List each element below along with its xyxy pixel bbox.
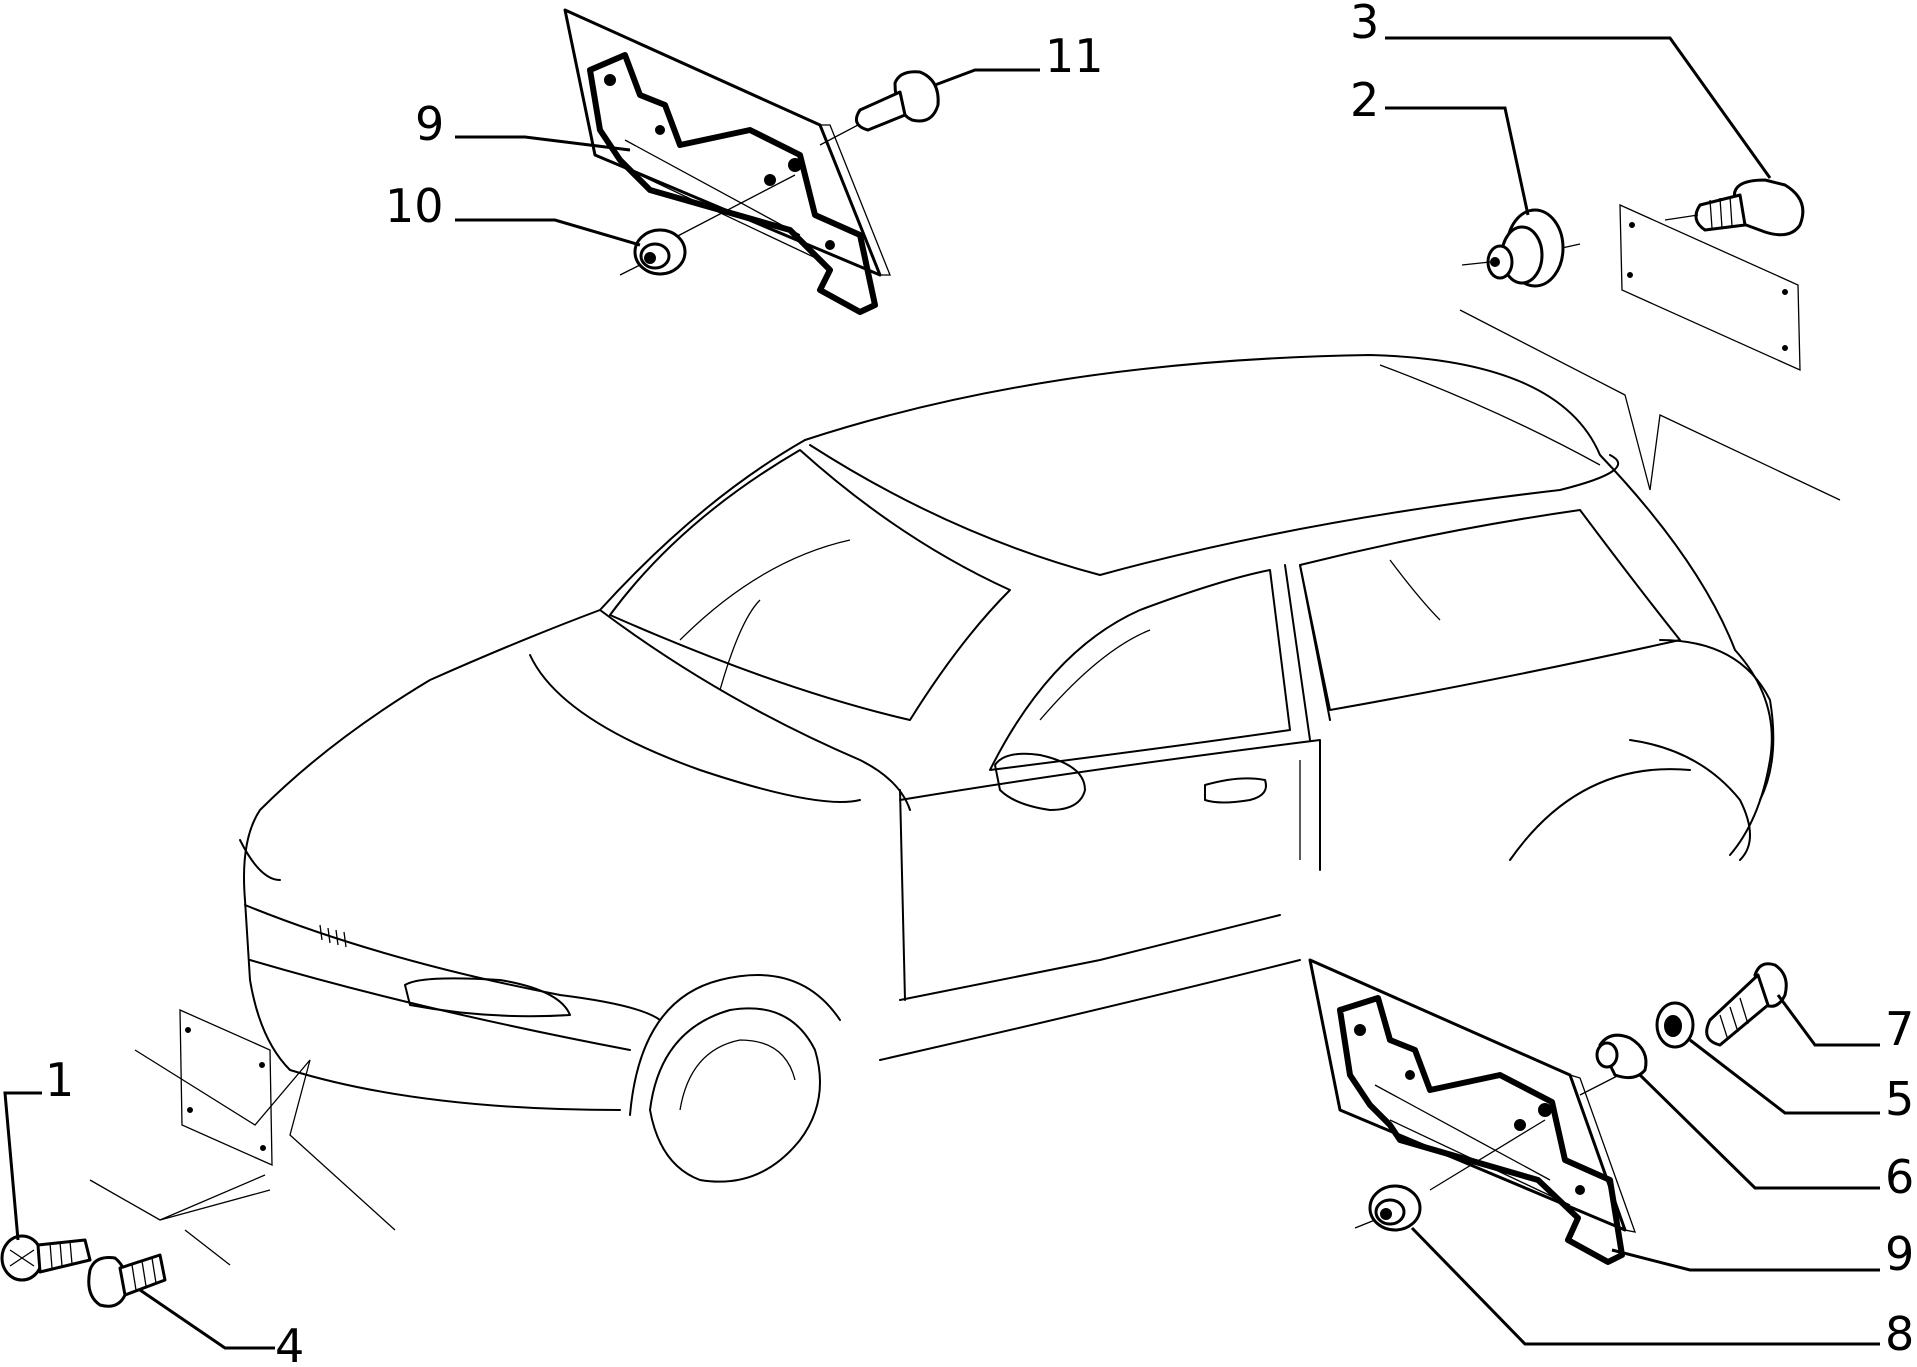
bolt-4-icon xyxy=(87,1253,167,1308)
front-plate-panel xyxy=(179,1008,273,1167)
bolt-11-icon xyxy=(819,70,940,146)
callout-5: 5 xyxy=(1885,1072,1914,1126)
callout-1: 1 xyxy=(45,1053,74,1107)
callout-9-top: 9 xyxy=(415,97,444,151)
callout-9-bottom: 9 xyxy=(1885,1227,1914,1281)
callout-leaders xyxy=(3,36,1880,1350)
callout-10: 10 xyxy=(385,179,444,233)
explode-guide-lines xyxy=(89,309,1841,1266)
callout-6: 6 xyxy=(1885,1150,1914,1204)
callout-2: 2 xyxy=(1350,73,1379,127)
callout-numbers: 3 2 11 9 10 1 4 7 5 6 9 8 xyxy=(45,0,1914,1367)
bolt-3-icon xyxy=(1664,178,1805,237)
nut-8-icon xyxy=(1354,1184,1422,1232)
callout-3: 3 xyxy=(1350,0,1379,49)
grommet-2-icon xyxy=(1461,208,1581,288)
bracket-assembly-bottom xyxy=(1308,958,1636,1265)
car-body-outline xyxy=(239,354,1775,1183)
callout-4: 4 xyxy=(275,1319,304,1367)
washer-5-icon xyxy=(1655,1001,1695,1049)
callout-8: 8 xyxy=(1885,1307,1914,1361)
rear-plate-panel xyxy=(1619,203,1801,372)
screw-1-icon xyxy=(0,1234,92,1282)
spacer-6-icon xyxy=(1595,1033,1648,1080)
screw-7-icon xyxy=(1705,962,1788,1047)
callout-11: 11 xyxy=(1045,29,1104,83)
callout-7: 7 xyxy=(1885,1002,1914,1056)
bracket-assembly-top xyxy=(563,8,891,315)
nut-10-icon xyxy=(619,228,687,276)
